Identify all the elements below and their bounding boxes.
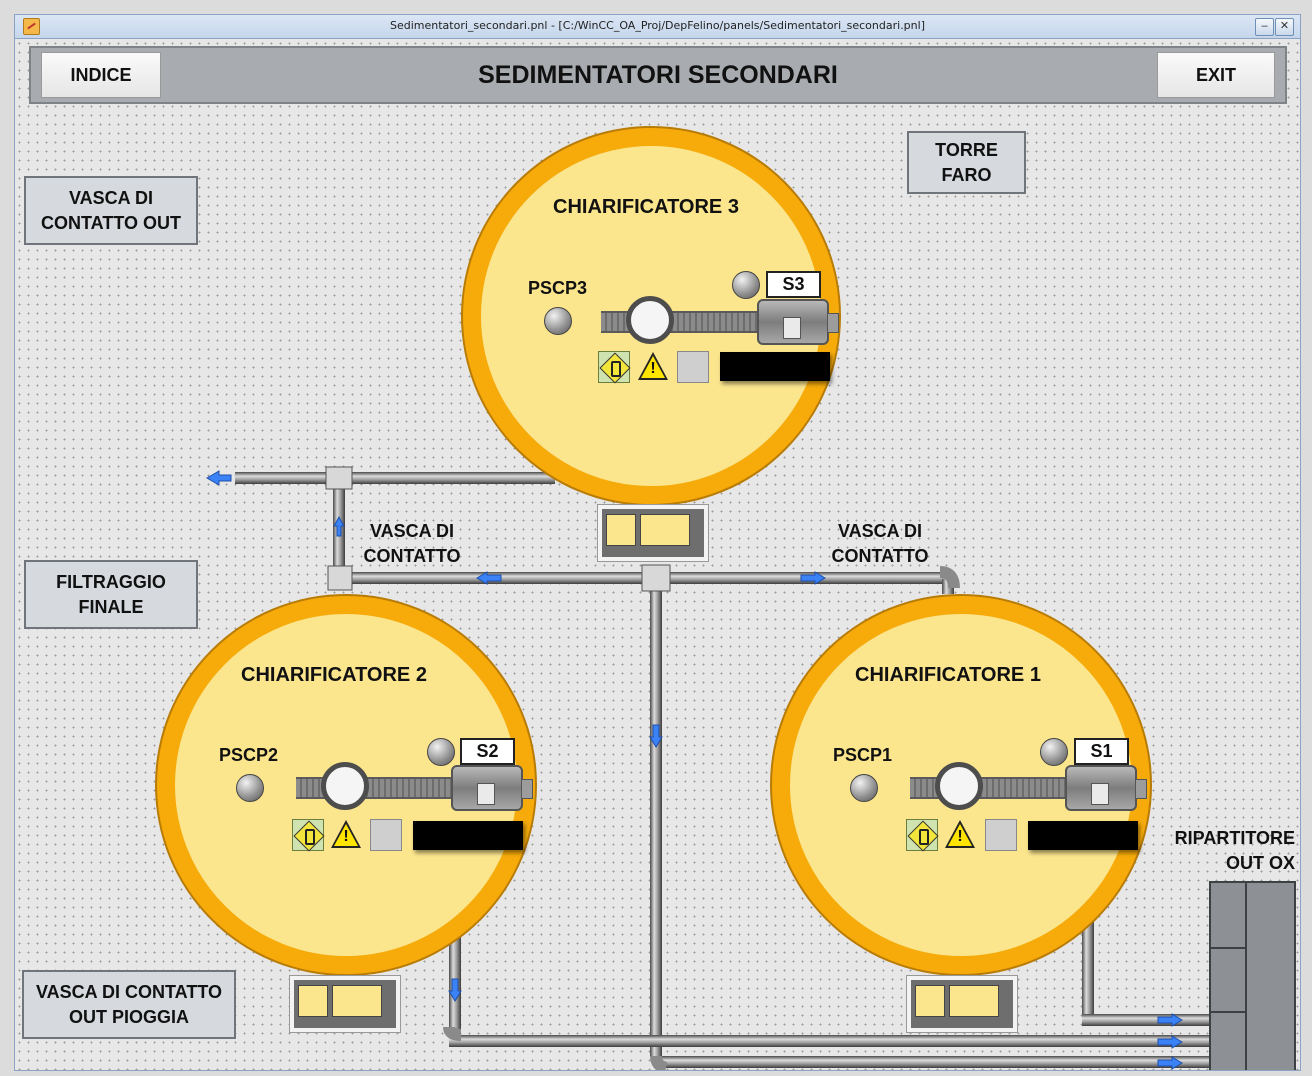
pscp3-indicator[interactable] (544, 307, 572, 335)
center-well-3 (626, 296, 674, 344)
status-box (985, 819, 1017, 851)
flow-arrow (1157, 1035, 1183, 1049)
filtraggio-finale-label: FILTRAGGIO FINALE (56, 571, 166, 617)
pipe-elbow (650, 1055, 668, 1070)
s1-motor-icon[interactable] (1065, 765, 1147, 811)
chiarificatore-1-title: CHIARIFICATORE 1 (855, 664, 1041, 686)
s2-status-indicator[interactable] (427, 738, 455, 766)
chiarificatore-3-title: CHIARIFICATORE 3 (553, 196, 739, 218)
vasca-contatto-right-label: VASCA DI CONTATTO (831, 521, 929, 566)
flow-arrow (333, 515, 345, 537)
header-bar: INDICE SEDIMENTATORI SECONDARI EXIT (29, 46, 1287, 104)
motor-fan-icon (1091, 783, 1109, 805)
center-well-2 (321, 762, 369, 810)
warning-icon[interactable]: ! (944, 819, 976, 851)
vasca-contatto-out-label: VASCA DI CONTATTO OUT (41, 187, 181, 233)
bridge-scraper-1 (910, 777, 1070, 799)
pscp3-label: PSCP3 (528, 278, 588, 298)
pipe-elbow (443, 1026, 462, 1041)
bridge-scraper-3 (601, 311, 761, 333)
pscp2-label: PSCP2 (219, 745, 279, 765)
warning-icon[interactable]: ! (330, 819, 362, 851)
pipe-segment (1082, 1014, 1209, 1026)
ripartitore-label: RIPARTITORE OUT OX (1174, 828, 1295, 873)
page-title: SEDIMENTATORI SECONDARI (478, 61, 838, 89)
flow-arrow (649, 724, 663, 748)
pipe-tee-fitting (325, 466, 353, 490)
panel-window: Sedimentatori_secondari.pnl - [C:/WinCC_… (14, 14, 1301, 1071)
flow-arrow (1157, 1056, 1183, 1070)
valve-status-icon[interactable] (598, 351, 630, 383)
s2-motor-label: S2 (460, 738, 515, 765)
center-well-1 (935, 762, 983, 810)
motor-fan-icon (477, 783, 495, 805)
pipe-tee-fitting (327, 565, 353, 591)
exit-button[interactable]: EXIT (1157, 52, 1275, 98)
sludge-pit-1[interactable] (906, 975, 1018, 1033)
s3-motor-icon[interactable] (757, 299, 839, 345)
process-canvas: INDICE SEDIMENTATORI SECONDARI EXIT VASC… (15, 39, 1300, 1070)
vasca-contatto-pioggia-label: VASCA DI CONTATTO OUT PIOGGIA (36, 981, 222, 1027)
pscp2-indicator[interactable] (236, 774, 264, 802)
ripartitore-divider (1211, 947, 1245, 949)
status-box (677, 351, 709, 383)
flow-arrow (448, 978, 462, 1002)
flow-arrow (206, 470, 232, 486)
indice-button[interactable]: INDICE (41, 52, 161, 98)
ripartitore-divider (1211, 1011, 1245, 1013)
window-title: Sedimentatori_secondari.pnl - [C:/WinCC_… (389, 19, 925, 32)
s3-motor-label: S3 (766, 271, 821, 298)
value-display-2 (413, 821, 523, 850)
vasca-contatto-pioggia-button[interactable]: VASCA DI CONTATTO OUT PIOGGIA (22, 970, 236, 1039)
chiarificatore-2-title: CHIARIFICATORE 2 (241, 664, 427, 686)
motor-fan-icon (783, 317, 801, 339)
flow-arrow (800, 571, 826, 585)
flow-arrow (476, 571, 502, 585)
ripartitore-divider (1245, 883, 1247, 1070)
value-display-1 (1028, 821, 1138, 850)
ripartitore-out-ox[interactable] (1209, 881, 1296, 1070)
sludge-pit-3[interactable] (597, 504, 709, 562)
s2-motor-icon[interactable] (451, 765, 533, 811)
pipe-elbow (939, 566, 960, 589)
app-icon (23, 18, 40, 35)
s1-status-indicator[interactable] (1040, 738, 1068, 766)
pipe-segment (449, 1035, 1209, 1047)
vasca-contatto-left-label: VASCA DI CONTATTO (363, 521, 461, 566)
s1-motor-label: S1 (1074, 738, 1129, 765)
torre-faro-label: TORRE FARO (935, 139, 998, 185)
pscp1-indicator[interactable] (850, 774, 878, 802)
valve-status-icon[interactable] (292, 819, 324, 851)
filtraggio-finale-button[interactable]: FILTRAGGIO FINALE (24, 560, 198, 629)
pipe-segment (235, 472, 555, 484)
status-box (370, 819, 402, 851)
bridge-scraper-2 (296, 777, 456, 799)
close-button[interactable]: ✕ (1275, 18, 1294, 36)
title-bar: Sedimentatori_secondari.pnl - [C:/WinCC_… (15, 15, 1300, 39)
warning-icon[interactable]: ! (637, 351, 669, 383)
pscp1-label: PSCP1 (833, 745, 893, 765)
s3-status-indicator[interactable] (732, 271, 760, 299)
pipe-segment (650, 579, 662, 1057)
sludge-pit-2[interactable] (289, 975, 401, 1033)
flow-arrow (1157, 1013, 1183, 1027)
torre-faro-button[interactable]: TORRE FARO (907, 131, 1026, 194)
pipe-segment (655, 1056, 1209, 1068)
pipe-network (206, 466, 1209, 1070)
valve-status-icon[interactable] (906, 819, 938, 851)
value-display-3 (720, 352, 830, 381)
pipe-segment (1082, 919, 1094, 1019)
pipe-cross-fitting (641, 564, 671, 592)
vasca-contatto-out-button[interactable]: VASCA DI CONTATTO OUT (24, 176, 198, 245)
minimize-button[interactable]: – (1255, 18, 1274, 36)
